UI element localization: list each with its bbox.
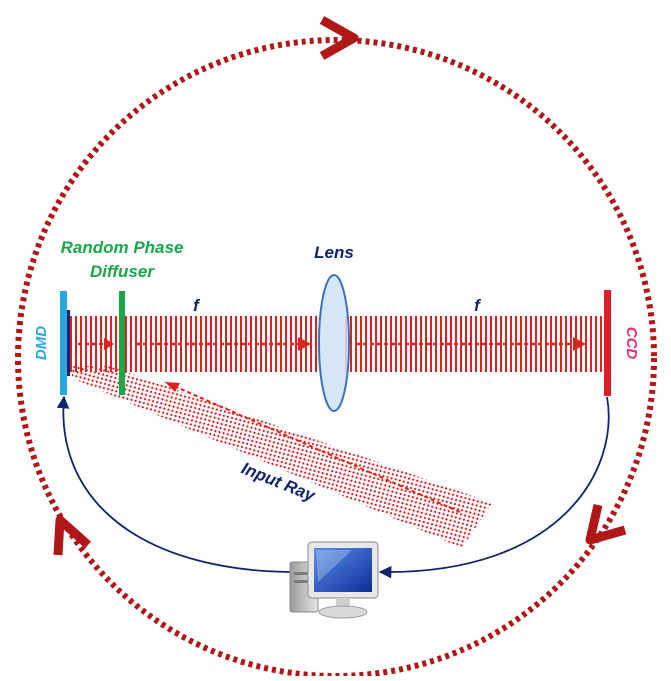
- computer-monitor-icon: [289, 541, 379, 619]
- propagation-arrowhead-3-icon: [573, 337, 586, 351]
- diffuser-element: [119, 291, 125, 395]
- dmd-element: [60, 291, 67, 395]
- lens-label: Lens: [314, 243, 354, 262]
- loop-arrow-right-icon: [585, 503, 627, 545]
- ccd-to-computer-curve: [378, 396, 610, 579]
- focal-length-right-label: f: [474, 296, 482, 315]
- loop-arrow-left-icon: [53, 515, 91, 556]
- ccd-label: CCD: [623, 327, 640, 360]
- propagation-arrowhead-2-icon: [298, 337, 311, 351]
- loop-arrow-top-icon: [319, 16, 359, 60]
- dmd-edge: [67, 310, 70, 376]
- input-ray-beam: [72, 366, 492, 548]
- lens-element: [318, 274, 350, 412]
- diffuser-label-line2: Diffuser: [90, 262, 155, 281]
- input-ray-arrowhead-icon: [165, 382, 180, 392]
- ccd-element: [604, 290, 611, 396]
- input-ray-direction-arrow: [164, 381, 461, 513]
- focal-length-left-label: f: [193, 296, 201, 315]
- computer-to-dmd-curve: [56, 395, 291, 573]
- dmd-label: DMD: [33, 326, 50, 360]
- propagation-arrowhead-1-icon: [104, 338, 114, 350]
- diffuser-label-line1: Random Phase: [61, 238, 184, 257]
